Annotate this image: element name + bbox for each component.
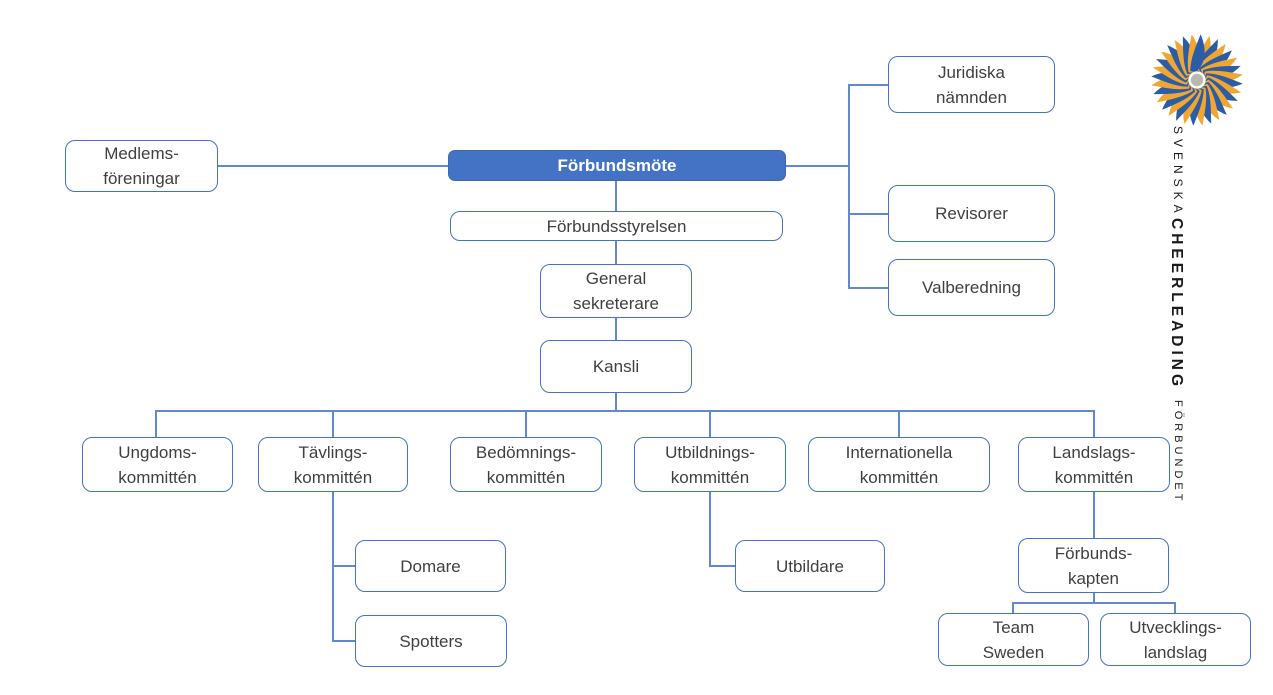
connector — [1093, 410, 1095, 437]
cheerleading-pinwheel-logo-icon — [1150, 33, 1244, 127]
connector — [898, 410, 900, 437]
connector — [615, 240, 617, 264]
node-label: Domare — [400, 556, 461, 576]
node-label: Förbundsmöte — [557, 156, 677, 175]
node-team-sweden: Team Sweden — [938, 613, 1089, 666]
connector — [615, 181, 617, 212]
node-utbildningskommitten: Utbildnings- kommittén — [634, 437, 786, 492]
node-label: Juridiska nämnden — [936, 62, 1007, 107]
node-label: Valberedning — [922, 278, 1021, 297]
connector — [848, 84, 850, 288]
node-label: Medlems- föreningar — [103, 144, 180, 188]
connector — [615, 393, 617, 411]
node-label: Revisorer — [935, 204, 1008, 223]
node-label: Utbildnings- kommittén — [665, 442, 755, 487]
connector — [1012, 602, 1175, 604]
node-domare: Domare — [355, 540, 506, 592]
connector — [1093, 593, 1095, 603]
connector — [332, 492, 334, 642]
logo-wordmark: SVENSKA CHEERLEADING FÖRBUNDET — [1164, 124, 1188, 504]
connector — [709, 492, 711, 566]
node-label: Tävlings- kommittén — [293, 442, 373, 487]
connector — [848, 213, 888, 215]
node-label: Landslags- kommittén — [1052, 442, 1136, 487]
node-spotters: Spotters — [355, 615, 507, 667]
connector — [848, 84, 888, 86]
logo-word-cheerleading: CHEERLEADING — [1168, 217, 1185, 390]
node-forbundsmote: Förbundsmöte — [448, 150, 786, 181]
node-internationella-kommitten: Internationella kommittén — [808, 437, 990, 492]
connector — [709, 565, 735, 567]
connector — [332, 410, 334, 437]
node-tavlingskommitten: Tävlings- kommittén — [258, 437, 408, 492]
connector — [218, 165, 449, 167]
node-medlemsforeningar: Medlems- föreningar — [65, 140, 218, 192]
node-label: Team Sweden — [982, 617, 1045, 662]
connector — [525, 410, 527, 437]
node-juridiska-namnden: Juridiska nämnden — [888, 56, 1055, 113]
node-label: Förbundsstyrelsen — [546, 216, 687, 236]
node-revisorer: Revisorer — [888, 185, 1055, 242]
node-label: Internationella kommittén — [845, 442, 953, 487]
logo-word-svenska: SVENSKA — [1171, 126, 1185, 218]
logo-word-forbundet: FÖRBUNDET — [1172, 399, 1184, 505]
node-label: General sekreterare — [573, 269, 659, 313]
node-label: Ungdoms- kommittén — [118, 442, 197, 487]
connector — [848, 287, 888, 289]
node-label: Förbunds- kapten — [1054, 543, 1133, 588]
node-bedomningskommitten: Bedömnings- kommittén — [450, 437, 602, 492]
node-utbildare: Utbildare — [735, 540, 885, 592]
node-label: Utbildare — [775, 556, 845, 576]
node-label: Utvecklings- landslag — [1129, 617, 1222, 662]
connector — [332, 640, 355, 642]
connector — [155, 410, 1094, 412]
node-generalsekreterare: General sekreterare — [540, 264, 692, 318]
node-kansli: Kansli — [540, 340, 692, 393]
node-forbundskapten: Förbunds- kapten — [1018, 538, 1169, 593]
connector — [1012, 602, 1014, 613]
connector — [1093, 492, 1095, 538]
node-utvecklingslandslag: Utvecklings- landslag — [1100, 613, 1251, 666]
node-valberedning: Valberedning — [888, 259, 1055, 316]
connector — [1174, 602, 1176, 613]
node-label: Kansli — [592, 357, 640, 376]
connector — [786, 165, 849, 167]
connector — [332, 565, 355, 567]
connector — [615, 318, 617, 340]
node-forbundsstyrelsen: Förbundsstyrelsen — [450, 211, 783, 241]
node-label: Spotters — [399, 631, 463, 651]
node-label: Bedömnings- kommittén — [475, 442, 577, 487]
node-ungdomskommitten: Ungdoms- kommittén — [82, 437, 233, 492]
node-landslagskommitten: Landslags- kommittén — [1018, 437, 1170, 492]
connector — [709, 410, 711, 437]
connector — [155, 410, 157, 437]
